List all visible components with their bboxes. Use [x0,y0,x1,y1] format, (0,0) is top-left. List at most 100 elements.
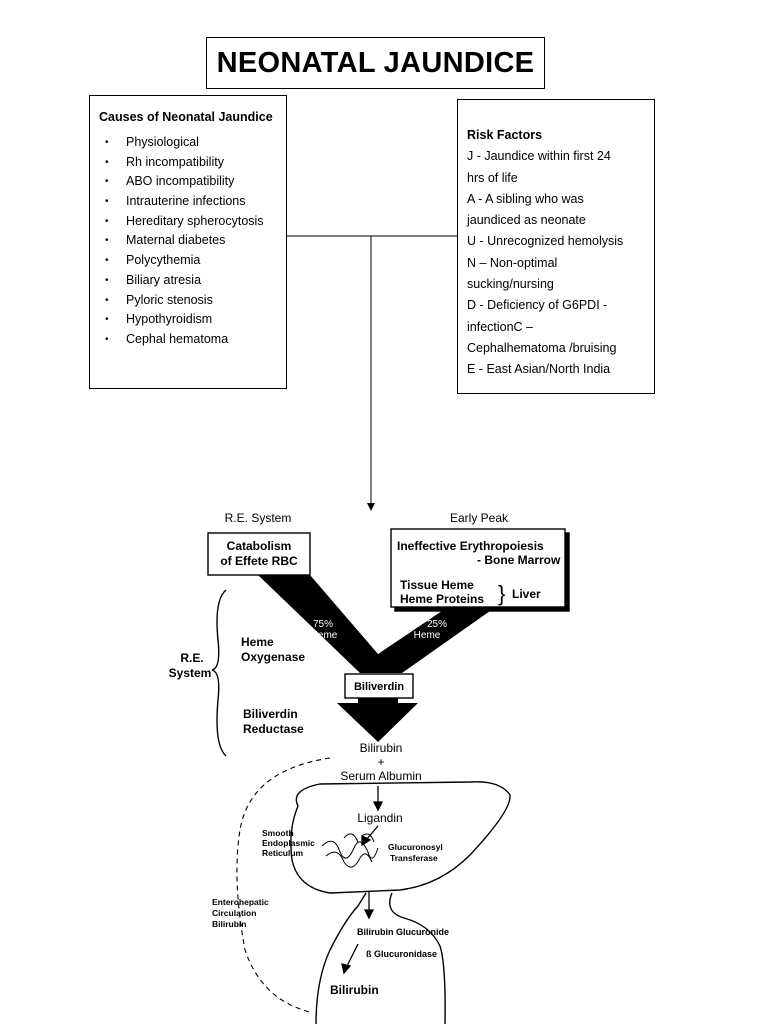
cause-label: Physiological [126,135,199,149]
causes-heading: Causes of Neonatal Jaundice [99,110,273,124]
arrow-head-icon [363,909,375,920]
list-item: • Hereditary spherocytosis [99,212,278,232]
liver-outline [290,781,511,894]
early-peak-label: Early Peak [450,511,509,525]
enterohepatic-loop [236,757,331,1013]
risk-line: J - Jaundice within first 24 [467,149,611,164]
enterohepatic-label: Enterohepatic [212,897,269,907]
bone-marrow-label: - Bone Marrow [477,553,561,567]
re-system-side-label: R.E. [180,651,203,665]
bilirubin-glucuronide-label: Bilirubin Glucuronide [357,927,449,937]
risk-line: infectionC – [467,319,534,334]
serum-albumin-label: Serum Albumin [340,769,421,783]
bullet-icon: • [105,215,109,227]
bilirubin-intestine-label: Bilirubin [330,983,379,997]
re-system-brace [211,589,227,757]
causes-list: • Physiological • Rh incompatibility • ABO … [99,133,278,350]
erythropoiesis-box [390,528,566,608]
ligandin-label: Ligandin [357,811,402,825]
causes-box: Causes of Neonatal Jaundice • Physiologic… [89,95,287,389]
cause-label: Rh incompatibility [126,154,224,169]
pct25-heme-label: Heme [414,630,441,641]
list-item: • Intrauterine infections [99,192,278,212]
catabolism-label: Catabolism [227,539,292,553]
bullet-icon: • [105,274,109,286]
heme-proteins-label: Heme Proteins [400,592,484,606]
tissue-heme-label: Tissue Heme [400,578,474,592]
gt-label: Transferase [390,853,438,863]
enterohepatic-label: Circulation [212,908,256,918]
bullet-icon: • [105,137,109,148]
list-item: • Maternal diabetes [99,231,278,251]
cause-label: Biliary atresia [126,272,202,287]
biliverdin-reductase-label: Reductase [243,722,304,736]
risk-line: U - Unrecognized hemolysis [467,234,624,249]
bullet-icon: • [105,235,109,247]
list-item: • Physiological [99,133,278,153]
bullet-icon: • [105,176,109,188]
biliverdin-label: Biliverdin [354,681,404,693]
arrow-head-icon [361,834,372,847]
page-title: NEONATAL JAUNDICE [216,46,535,79]
risk-line: Cephalhematoma /bruising [467,340,617,355]
cause-label: Cephal hematoma [126,331,229,346]
risk-line: E - East Asian/North India [467,362,611,377]
er-squiggle-icon [321,833,379,868]
cause-label: ABO incompatibility [126,174,235,189]
arrow-head-icon [372,801,384,812]
catabolism-label: of Effete RBC [220,554,298,568]
risk-line: D - Deficiency of G6PDI - [467,298,608,313]
ser-label: Smooth [262,828,294,838]
down-arrow-icon [367,503,375,511]
risk-line: A - A sibling who was [467,191,584,206]
bullet-icon: • [105,255,109,267]
heme-oxygenase-label: Oxygenase [241,650,305,664]
pct75-label: 75% [313,619,333,630]
cause-label: Polycythemia [126,253,201,268]
ser-label: Reticulum [262,848,304,858]
risk-line: sucking/nursing [467,277,554,292]
risk-line: N – Non-optimal [467,255,558,270]
bullet-icon: • [105,333,109,345]
beta-glucuronidase-label: ß Glucuronidase [366,949,437,959]
bullet-icon: • [105,156,109,168]
bullet-icon: • [105,196,109,208]
pct25-label: 25% [427,619,447,630]
title-box: NEONATAL JAUNDICE [206,37,545,89]
bullet-icon: • [105,294,109,306]
gt-label: Glucuronosyl [388,842,443,852]
cause-label: Hereditary spherocytosis [126,213,264,228]
list-item: • Hypothyroidism [99,310,278,330]
ineffective-label: Ineffective Erythropoiesis [397,539,544,553]
enterohepatic-label: Bilirubin [212,919,246,929]
list-item: • Polycythemia [99,251,278,271]
list-item: • Biliary atresia [99,271,278,291]
list-item: • Rh incompatibility [99,153,278,173]
pct75-heme-label: Heme [311,630,338,641]
plus-label: + [377,755,384,769]
risk-line: jaundiced as neonate [467,213,586,228]
bilirubin-label: Bilirubin [360,741,403,755]
big-down-arrow-icon [337,698,418,742]
list-item: •Pyloric stenosis [99,291,278,311]
ser-label: Endoplasmic [262,838,315,848]
cause-label: Maternal diabetes [126,233,226,248]
list-item: • ABO incompatibility [99,172,278,192]
cause-label: Intrauterine infections [126,194,246,209]
intestine-outline [315,892,446,1024]
risk-factors-box: Risk Factors J - Jaundice within first 2… [457,99,655,394]
list-item: • Cephal hematoma [99,330,278,350]
liver-label: Liver [512,587,541,601]
glucuronide-to-bilirubin-arrow [345,943,359,969]
heme-flow-v [258,575,490,673]
bullet-icon: • [105,314,109,326]
heme-oxygenase-label: Heme [241,635,274,649]
risk-heading: Risk Factors [467,128,543,142]
arrow-head-icon [341,963,352,975]
re-system-top-label: R.E. System [225,511,292,525]
ligandin-arrow [365,825,379,841]
cause-label: Hypothyroidism [126,312,213,327]
biliverdin-reductase-label: Biliverdin [243,707,298,721]
